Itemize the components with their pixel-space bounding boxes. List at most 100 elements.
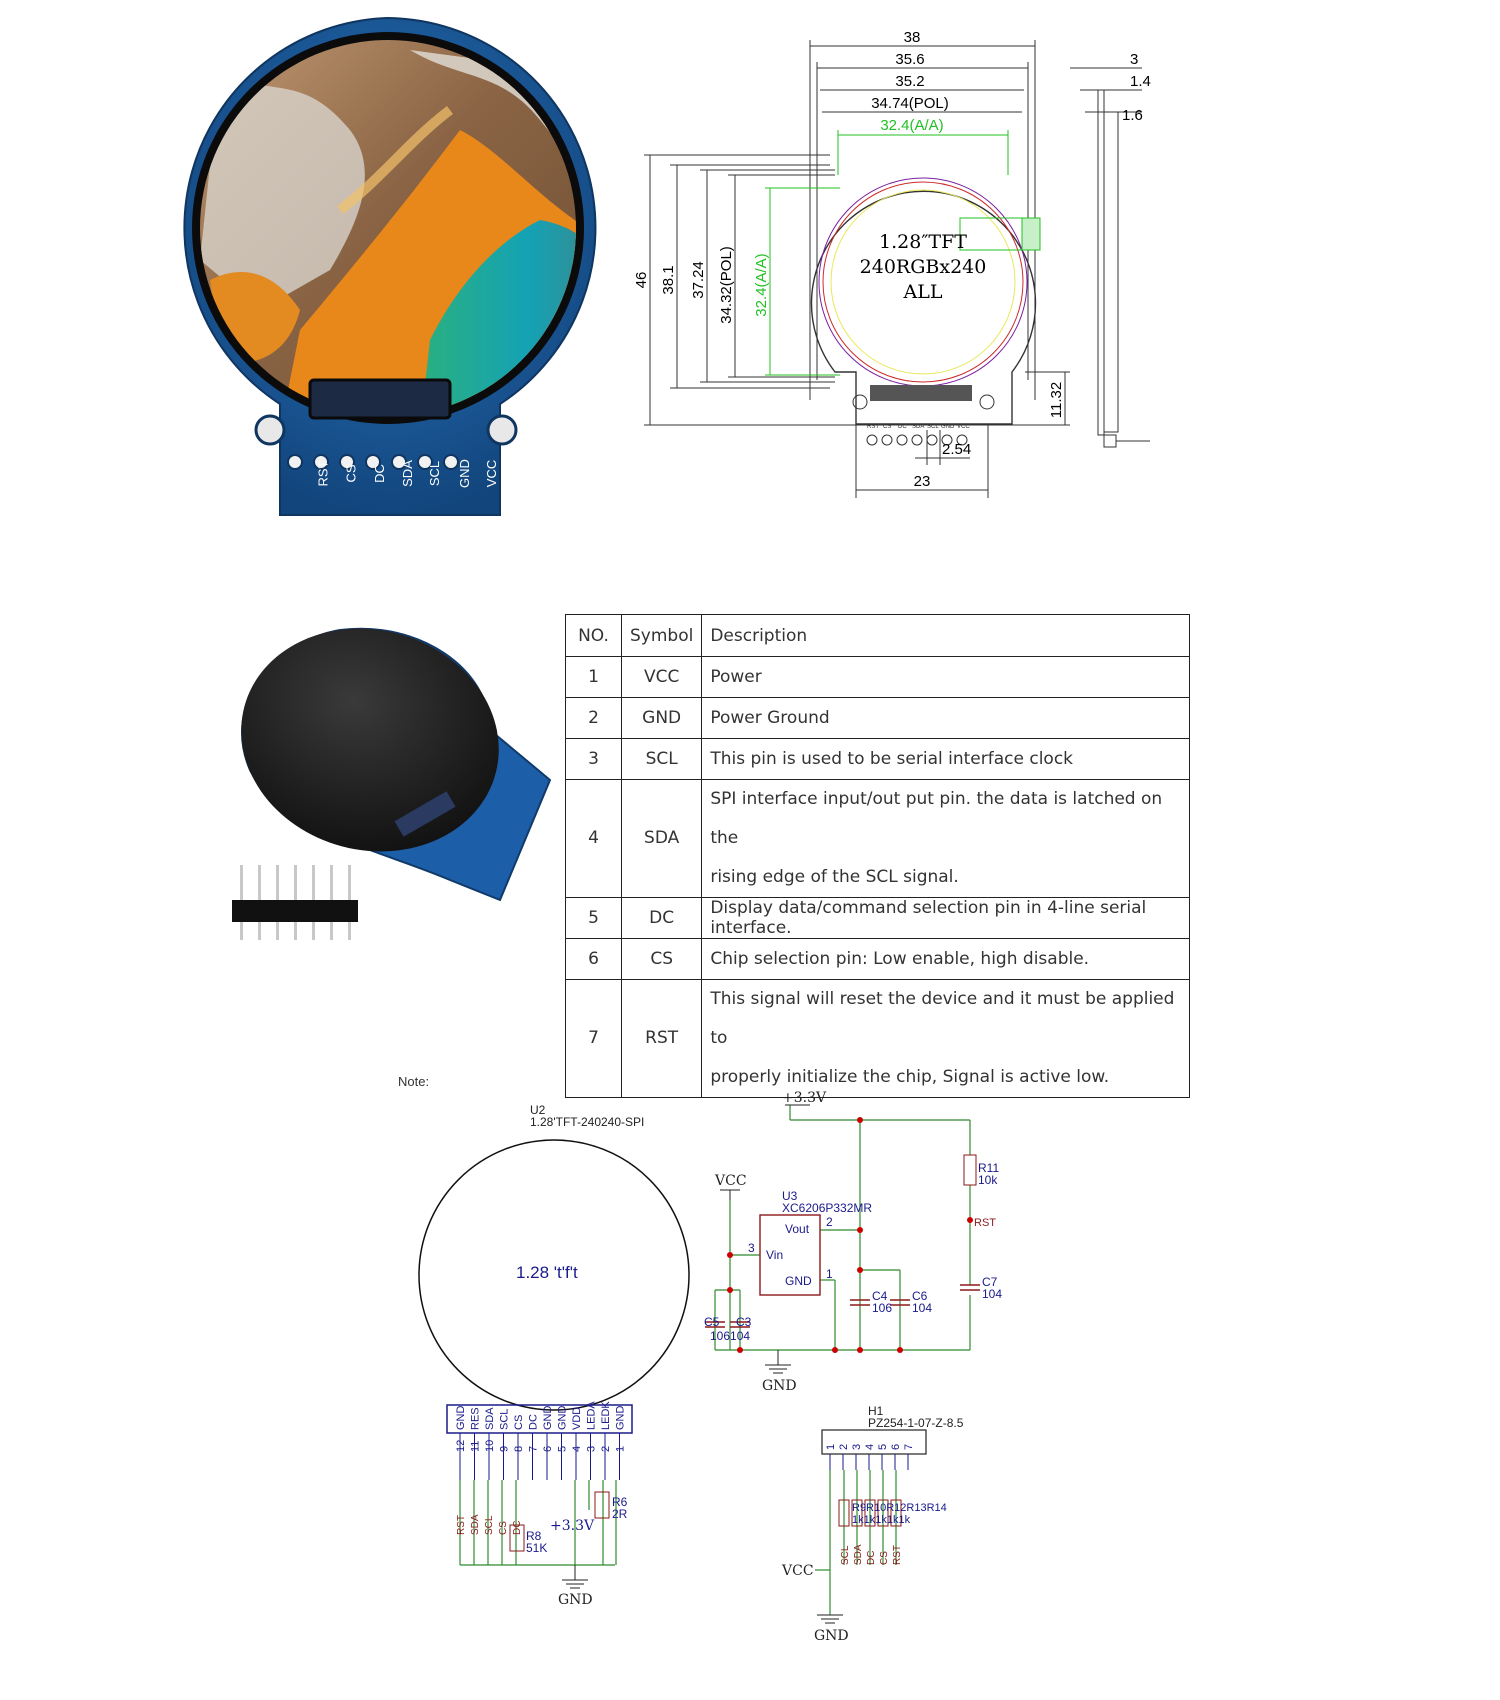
u2-ref: U2 [530,1103,546,1117]
c7-ref: C7 [982,1275,998,1289]
header-no: NO. [565,614,622,657]
screen-text-resolution: 240RGBx240 [860,256,987,278]
u2-pin-name: LEDA [586,1401,598,1430]
u2-pin-number: 1 [615,1446,627,1452]
u2-pin-name: GND [557,1406,569,1431]
u2-net-rst: RST [456,1515,467,1535]
r6-value: 2R [612,1507,628,1521]
u2-pin-name: CS [513,1415,525,1430]
cell-no: 6 [565,938,622,980]
table-header-row: NO. Symbol Description [565,614,1190,657]
u2-pin-number: 9 [499,1446,511,1452]
c6-value: 104 [912,1301,932,1315]
u2-pin-number: 11 [470,1441,482,1452]
module-pin-hole [313,454,329,470]
pin-label-scl: SCL [427,460,443,487]
dim-46: 46 [633,272,650,289]
mini-pin-scl: SCL [927,424,939,430]
dim-1-4: 1.4 [1130,73,1151,90]
u2-gnd-label: GND [558,1592,593,1608]
reg-3v3-label: +3.3V [782,1090,827,1106]
u3-pin-1: 1 [826,1267,833,1281]
module-photo [183,16,597,516]
module-pin-labels: RST CS DC SDA SCL GND VCC [300,456,520,496]
module-pin-hole [287,454,303,470]
description-line-1: This signal will reset the device and it… [710,989,1175,1048]
table-row: 3 SCL This pin is used to be serial inte… [565,738,1190,780]
pin-label-cs: CS [343,464,359,483]
c4-ref: C4 [872,1289,888,1303]
cell-symbol: CS [620,938,703,980]
cell-no: 1 [565,656,622,698]
cell-description: Power Ground [701,697,1190,739]
dim-37-24: 37.24 [690,261,707,299]
schematic-note: Note: [398,1074,429,1089]
cell-no: 5 [565,897,622,939]
cell-description: This pin is used to be serial interface … [701,738,1190,780]
h1-pin-number: 7 [903,1444,915,1450]
r6-ref: R6 [612,1495,628,1509]
u3-vout: Vout [785,1222,810,1236]
cell-no: 2 [565,697,622,739]
u2-center-label: 1.28 't'f't [516,1263,578,1282]
table-row: 1 VCC Power [565,656,1190,698]
description-line-2: properly initialize the chip, Signal is … [710,1067,1110,1087]
h1-vcc-label: VCC [781,1563,814,1579]
u2-net-sda: SDA [470,1514,481,1535]
h1-ref: H1 [868,1404,884,1418]
cell-symbol: GND [620,697,703,739]
reg-gnd-label: GND [762,1378,797,1394]
u2-pin-number: 12 [455,1440,467,1452]
c5-c3-values: 106104 [710,1329,750,1343]
dim-35-6: 35.6 [895,51,924,68]
h1-net-rst: RST [892,1545,903,1565]
module-pin-hole [339,454,355,470]
dim-32-4-aa-left: 32.4(A/A) [753,253,770,316]
u2-pin-name: GND [542,1406,554,1431]
dim-23: 23 [914,473,931,490]
u3-pin-2: 2 [826,1215,833,1229]
h1-resistor-values: 1k1k1k1k1k [852,1514,911,1526]
module-pin-hole [417,454,433,470]
dim-38-1: 38.1 [660,265,677,294]
u2-pin-number: 6 [542,1446,554,1452]
u2-pin-name: VDD [571,1407,583,1430]
cell-description: Power [701,656,1190,698]
mini-pin-sda: SDA [912,424,924,430]
table-row: 2 GND Power Ground [565,697,1190,739]
mini-pin-rst: RST [867,424,879,430]
c7-value: 104 [982,1287,1002,1301]
h1-pin-number: 3 [851,1444,863,1450]
c5-ref: C5 [704,1315,720,1329]
header-description: Description [701,614,1190,657]
h1-pin-number: 1 [825,1444,837,1450]
cell-description: SPI interface input/out put pin. the dat… [701,779,1190,898]
dim-32-4-aa-top: 32.4(A/A) [880,117,943,134]
mini-pin-gnd: GND [941,424,955,430]
dim-35-2: 35.2 [895,73,924,90]
mini-pin-cs: CS [883,424,891,430]
module-pin-hole [365,454,381,470]
u2-pin-number: 8 [513,1446,525,1452]
h1-net-sda: SDA [853,1544,864,1565]
table-row: 7 RST This signal will reset the device … [565,979,1190,1098]
u2-pin-name: SDA [484,1407,496,1430]
u2-pin-name: GND [455,1406,467,1431]
screen-text-size: 1.28″TFT [879,231,967,253]
h1-pin-number: 5 [877,1444,889,1450]
table-row: 4 SDA SPI interface input/out put pin. t… [565,779,1190,898]
mini-pin-dc: DC [898,424,907,430]
u3-vin: Vin [766,1248,783,1262]
h1-pin-number: 2 [838,1444,850,1450]
pin-label-gnd: GND [456,459,472,488]
u2-pin-number: 3 [586,1446,598,1452]
screen-text-all: ALL [903,281,943,303]
u2-pin-number: 10 [484,1440,496,1452]
dim-34-74-pol: 34.74(POL) [871,95,949,112]
dim-3: 3 [1130,51,1138,68]
h1-gnd-label: GND [814,1628,849,1644]
c6-ref: C6 [912,1289,928,1303]
u2-part: 1.28'TFT-240240-SPI [530,1115,644,1129]
h1-net-cs: CS [879,1551,890,1565]
u2-pin-number: 4 [571,1446,583,1452]
